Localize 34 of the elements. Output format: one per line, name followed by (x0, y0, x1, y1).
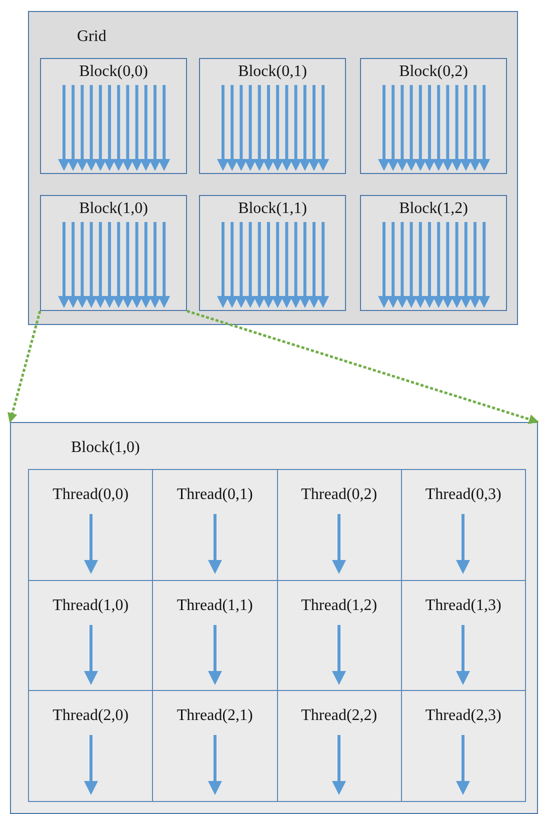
node-label: Thread(2,3) (424, 707, 502, 726)
node-label: Thread(0,1) (176, 486, 254, 504)
node-label: Thread(1,1) (176, 596, 254, 615)
arrow (8, 310, 42, 423)
node-label: Thread(0,0) (52, 486, 130, 504)
thread-cell (400, 690, 526, 802)
block-box (10, 422, 538, 814)
node-label: Thread(2,2) (300, 707, 378, 726)
thread-cell (400, 469, 526, 581)
block-box (199, 195, 346, 311)
node-label: Thread(1,0) (52, 596, 130, 615)
block-box (40, 58, 187, 174)
node-label: Block(1,2) (398, 200, 469, 218)
block-box (199, 58, 346, 174)
node-label: Thread(1,3) (424, 596, 502, 615)
node-label: Thread(0,2) (300, 486, 378, 504)
node-label: Thread(2,0) (52, 707, 130, 726)
group-title: Block(1,0) (71, 439, 140, 457)
node-label: Block(0,2) (398, 63, 469, 81)
arrow (186, 310, 539, 424)
node-label: Thread(2,1) (176, 707, 254, 726)
node-label: Block(1,0) (78, 200, 149, 218)
node-label: Block(0,1) (237, 63, 308, 81)
thread-cell (28, 469, 154, 581)
thread-cell (28, 690, 154, 802)
group-title: Grid (77, 28, 106, 46)
block-box (360, 195, 507, 311)
node-label: Block(1,1) (237, 200, 308, 218)
grid-box (28, 11, 518, 325)
node-label: Thread(0,3) (424, 486, 502, 504)
block-box (360, 58, 507, 174)
node-label: Thread(1,2) (300, 596, 378, 615)
node-label: Block(0,0) (78, 63, 149, 81)
block-box (40, 195, 187, 311)
